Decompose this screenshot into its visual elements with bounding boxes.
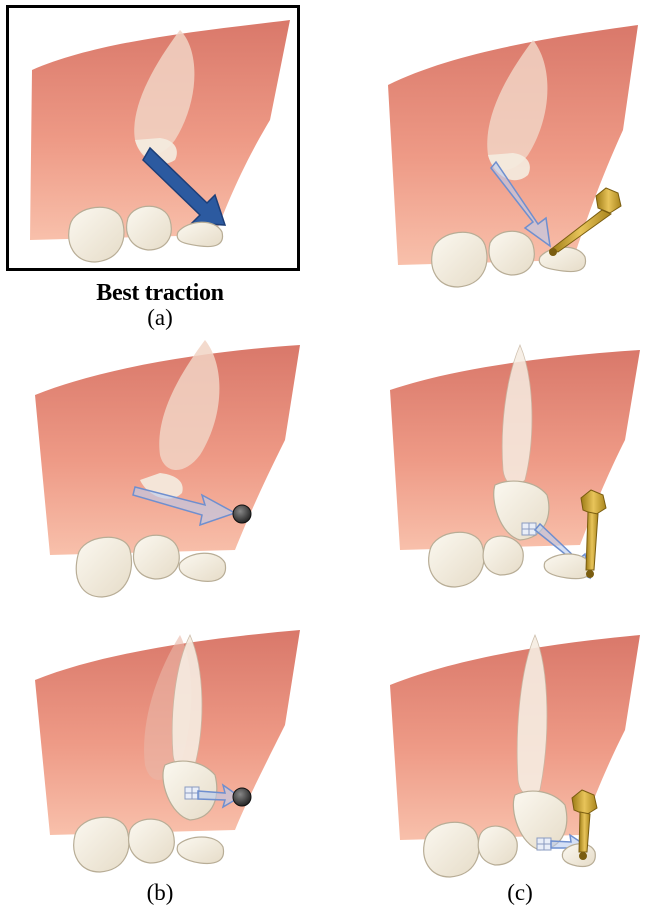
label-c: (c) [480,880,560,906]
panel-b2-diagram [30,625,310,885]
panel-a-diagram [10,10,300,270]
label-b: (b) [120,880,200,906]
label-a: (a) [120,305,200,331]
best-traction-caption: Best traction [40,280,280,307]
button-icon [233,788,251,806]
panel-c2-diagram [385,340,645,600]
bracket-icon [537,838,551,850]
bracket-icon [522,523,536,535]
panel-c3-diagram [385,630,645,880]
bracket-icon [185,787,199,799]
panel-c1-diagram [378,10,648,300]
button-icon [233,505,251,523]
panel-b1-diagram [30,335,310,605]
